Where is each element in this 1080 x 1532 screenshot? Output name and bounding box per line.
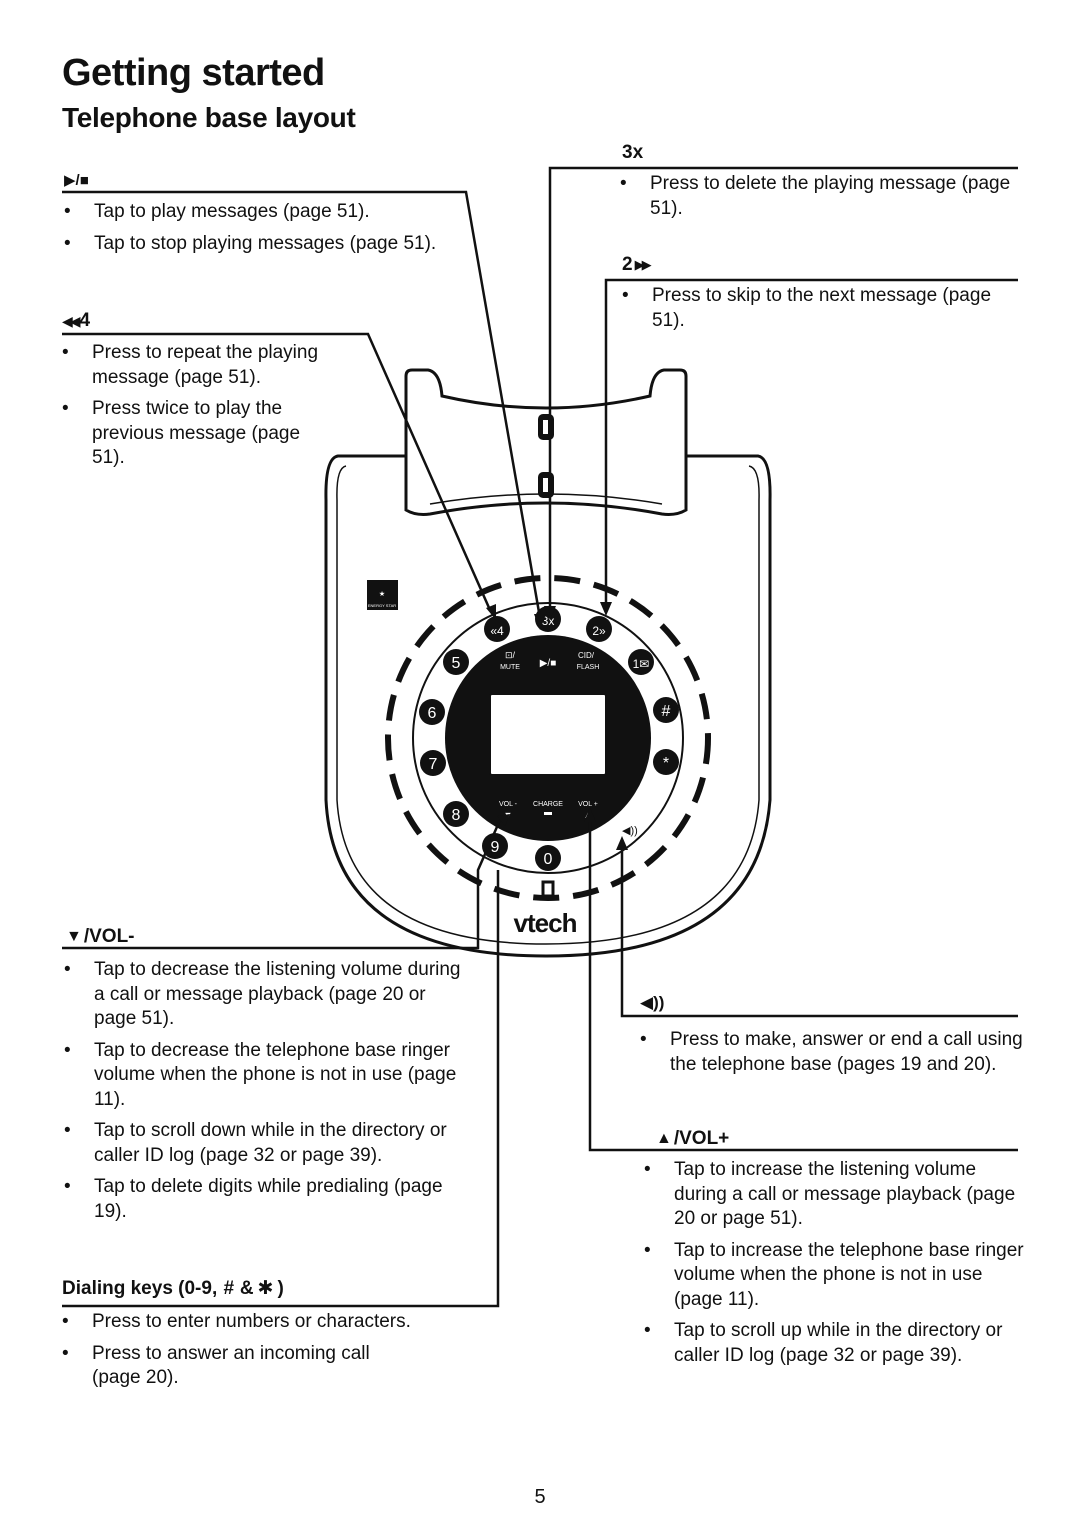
triangle-up-icon: ▲ xyxy=(656,1130,672,1147)
list-item: Tap to scroll up while in the directory … xyxy=(644,1319,1030,1368)
list-item: Tap to stop playing messages (page 51). xyxy=(64,232,464,257)
mute-label: MUTE xyxy=(500,664,520,671)
phone-body-inner-outline xyxy=(336,465,760,945)
key-9[interactable]: 9 xyxy=(482,833,508,859)
repeat-icon: ◀◀ xyxy=(62,313,80,329)
vol-minus-label: VOL - xyxy=(499,801,518,808)
callout-line-vol-down xyxy=(62,819,502,950)
key-5[interactable]: 5 xyxy=(443,649,469,675)
speaker-icon: ◀)) xyxy=(640,993,665,1012)
dashed-ring xyxy=(385,575,711,901)
list-item: Press to make, answer or end a call usin… xyxy=(640,1028,1025,1077)
svg-text:ENERGY STAR: ENERGY STAR xyxy=(368,603,396,608)
key-1[interactable]: 1✉ xyxy=(628,649,654,675)
play-stop-bullets: Tap to play messages (page 51). Tap to s… xyxy=(64,200,464,263)
list-item: Press to repeat the playing message (pag… xyxy=(62,341,362,390)
key-pound-label: # xyxy=(662,703,671,720)
key-4[interactable]: «4 xyxy=(484,616,510,642)
list-item: Press to enter numbers or characters. xyxy=(62,1310,482,1335)
delete-bullets: Press to delete the playing message (pag… xyxy=(620,172,1020,228)
vol-down-heading: ▼ /VOL- xyxy=(66,926,135,947)
energy-star-logo: ★ ENERGY STAR xyxy=(367,580,398,610)
star-icon: ✱ xyxy=(257,1278,274,1299)
key-6-label: 6 xyxy=(428,705,437,722)
dialing-keys-bullets: Press to enter numbers or characters. Pr… xyxy=(62,1310,482,1398)
key-0[interactable]: 0 xyxy=(535,845,561,871)
skip-heading: 2 ▶▶ xyxy=(622,254,652,275)
flash-label: FLASH xyxy=(577,664,600,671)
callout-line-skip xyxy=(604,278,1018,606)
vol-up-bullets: Tap to increase the listening volume dur… xyxy=(644,1158,1030,1375)
phone-body-outline xyxy=(324,454,772,958)
key-star-label: * xyxy=(663,755,669,772)
dialing-keys-heading: Dialing keys (0-9, # & ✱ ) xyxy=(62,1278,284,1299)
callout-line-vol-up xyxy=(588,816,1018,1152)
key-8[interactable]: 8 xyxy=(443,801,469,827)
list-item: Tap to play messages (page 51). xyxy=(64,200,464,225)
vol-down-bullets: Tap to decrease the listening volume dur… xyxy=(64,958,469,1231)
key-7[interactable]: 7 xyxy=(420,750,446,776)
skip-bullets: Press to skip to the next message (page … xyxy=(622,284,1022,340)
mute-icon: ⊡/ xyxy=(505,650,516,660)
key-1-label: 1✉ xyxy=(633,657,650,671)
vol-up-heading: ▲ /VOL+ xyxy=(656,1128,730,1149)
callout-line-delete xyxy=(548,166,1018,610)
triangle-down-icon: ▼ xyxy=(66,928,82,945)
speaker-bullets: Press to make, answer or end a call usin… xyxy=(640,1028,1025,1084)
section-title: Telephone base layout xyxy=(62,102,356,133)
list-item: Tap to decrease the telephone base ringe… xyxy=(64,1039,469,1113)
vtech-logo: vtech xyxy=(514,908,577,938)
key-9-label: 9 xyxy=(491,839,500,856)
play-stop-key-icon: ▶/■ xyxy=(540,658,557,669)
list-item: Press twice to play the previous message… xyxy=(62,397,302,471)
callout-line-play-stop xyxy=(62,190,542,619)
key-4-label: «4 xyxy=(490,624,504,638)
key-6[interactable]: 6 xyxy=(419,699,445,725)
list-item: Tap to scroll down while in the director… xyxy=(64,1119,469,1168)
list-item: Press to delete the playing message (pag… xyxy=(620,172,1020,221)
key-star[interactable]: * xyxy=(653,749,679,775)
svg-text:★: ★ xyxy=(379,590,385,598)
key-0-label: 0 xyxy=(544,851,553,868)
key-2[interactable]: 2» xyxy=(586,616,612,642)
key-7-label: 7 xyxy=(429,756,438,773)
repeat-bullets: Press to repeat the playing message (pag… xyxy=(62,341,362,478)
key-pound[interactable]: # xyxy=(653,697,679,723)
keypad-ring xyxy=(412,602,684,874)
vol-plus-label: VOL + xyxy=(578,801,598,808)
delete-heading: 3x xyxy=(622,142,644,163)
page-number: 5 xyxy=(534,1486,546,1508)
list-item: Tap to decrease the listening volume dur… xyxy=(64,958,469,1032)
key-2-label: 2» xyxy=(592,624,606,638)
speaker-heading: ◀)) xyxy=(640,992,664,1014)
charge-label: CHARGE xyxy=(533,801,563,808)
callout-line-dialing xyxy=(62,870,500,1308)
cid-label: CID/ xyxy=(578,651,595,660)
key-3-label: 3x xyxy=(542,614,555,628)
page-title: Getting started xyxy=(62,52,325,94)
list-item: Press to skip to the next message (page … xyxy=(622,284,1022,333)
play-stop-icon: ▶/■ xyxy=(64,172,89,189)
key-8-label: 8 xyxy=(452,807,461,824)
pound-icon: # xyxy=(223,1278,234,1299)
speaker-key-icon: ◀)) xyxy=(622,825,638,837)
skip-icon: ▶▶ xyxy=(634,257,652,272)
repeat-heading: ◀◀ 4 xyxy=(62,310,91,331)
key-5-label: 5 xyxy=(452,655,461,672)
list-item: Tap to increase the listening volume dur… xyxy=(644,1158,1030,1232)
callout-line-repeat xyxy=(62,332,492,611)
handset-cradle xyxy=(404,368,688,516)
callout-line-speaker xyxy=(620,848,1018,1018)
list-item: Tap to delete digits while predialing (p… xyxy=(64,1175,469,1224)
list-item: Tap to increase the telephone base ringe… xyxy=(644,1239,1030,1313)
lcd-screen xyxy=(489,693,607,776)
play-stop-heading: ▶/■ xyxy=(64,170,89,192)
list-item: Press to answer an incoming call (page 2… xyxy=(62,1342,422,1391)
